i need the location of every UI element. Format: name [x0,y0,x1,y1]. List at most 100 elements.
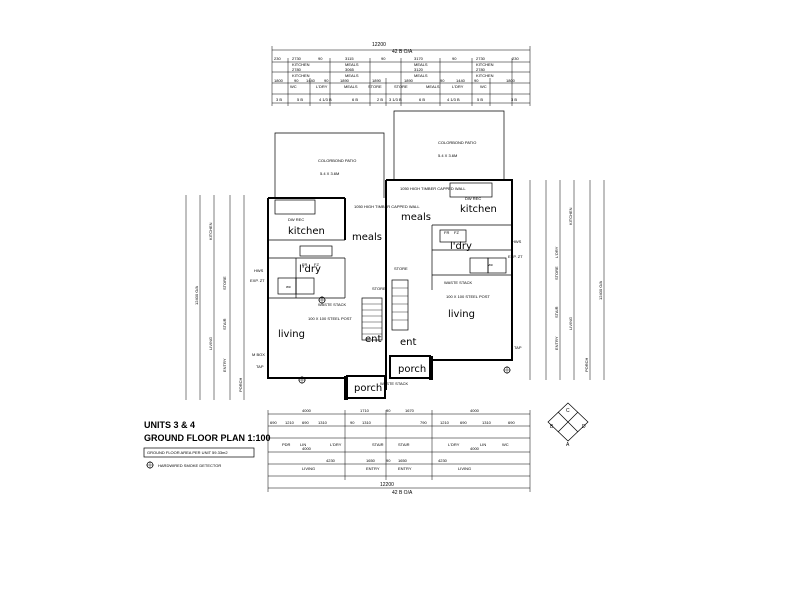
note-steel-post-left: 100 X 100 STEEL POST [308,316,352,321]
dim-label: PORCH [584,357,589,372]
dim-text: 1890 [404,78,414,83]
dim-text: 4230 [326,458,336,463]
dim-label: KITCHEN [208,222,213,240]
area-note: GROUND FLOOR AREA PER UNIT 59.33m2 [147,450,228,455]
dim-label: ENTRY [222,358,227,372]
room-porch-right: porch [398,364,426,375]
dim-text: 3 1/3 B [389,97,402,102]
note-waste-stack-bottom: WASTE STACK [380,381,409,386]
dim-text: 1890 [372,78,382,83]
dim-text: 1210 [440,420,450,425]
patio-left-size: 5.4 X 3.6M [320,171,339,176]
dim-label: STAIR [398,442,410,447]
dim-text: 2730 [292,56,302,61]
note-fz-left: FZ [314,262,319,267]
dim-text: 690 [460,420,467,425]
key-letter-b: B [550,424,554,430]
dim-label: LIN [300,442,306,447]
dim-text: 3115 [345,56,354,61]
dim-text: 90 [318,56,323,61]
dim-text: 90 [324,78,329,83]
room-meals-left: meals [352,232,382,243]
left-oa: 12400 O/A [194,286,199,305]
title-units: UNITS 3 & 4 [144,420,195,430]
patio-right-label: COLORBOND PATIO [438,140,476,145]
dim-text: 1310 [318,420,328,425]
note-fz-right: FZ [454,230,459,235]
key-letter-c: C [566,408,570,414]
room-entry-left: ent [365,334,381,345]
dim-text: 2730 [476,56,486,61]
dim-text: 3170 [414,56,424,61]
note-fr-right: FR [444,230,449,235]
top-overall-dim: 12200 [372,42,386,48]
dim-label: STAIR [554,306,559,318]
room-kitchen-right: kitchen [460,204,497,215]
right-oa: 12400 O/A [598,281,603,300]
dim-text: 90 [474,78,479,83]
dim-text: 4000 [470,446,480,451]
dim-text: 3120 [414,67,424,72]
dim-text: 2 B [377,97,383,102]
dim-text: 90 [386,458,391,463]
room-laundry-left: l'dry [299,264,321,275]
dim-text: 4 1/3 B [447,97,460,102]
patio-left: COLORBOND PATIO 5.4 X 3.6M [274,132,385,198]
note-meter-box: M BOX [252,352,265,357]
note-fr-left: FR [302,262,307,267]
area-note-box [143,447,255,458]
note-exp-left: EXP. ZT [250,278,265,283]
dim-text: 1670 [405,408,415,413]
dim-label: PDR [282,442,291,447]
dim-label: KITCHEN [476,73,494,78]
key-letter-d: D [582,424,586,430]
top-dimension-strings: 12200 42 B O/A 230 2730 90 3115 90 3170 … [271,42,531,106]
porch-post-left [344,376,348,400]
dim-text: 1210 [285,420,295,425]
porch-post-right [429,356,433,380]
dim-label: L'DRY [448,442,460,447]
note-hws-right: HWS [512,239,522,244]
dim-label: LIVING [458,466,471,471]
note-waste-stack-left: WASTE STACK [318,302,347,307]
dim-text: 3 B [511,97,517,102]
dim-label: MEALS [345,62,359,67]
dim-label: MEALS [344,84,358,89]
dim-text: 90 [350,420,355,425]
dim-label: STORE [554,266,559,280]
room-wc-right: wc [488,262,493,267]
bottom-overall-oa: 42 B O/A [392,490,413,496]
dim-text: 230 [512,56,519,61]
dim-text: 2780 [476,67,486,72]
note-tap-left: TAP [256,364,264,369]
room-laundry-right: l'dry [450,241,472,252]
room-entry-right: ent [400,337,416,348]
dim-text: 1800 [274,78,284,83]
room-porch-left: porch [354,383,382,394]
dim-text: 3 B [276,97,282,102]
dim-text: 4000 [302,408,312,413]
dim-text: 3065 [345,67,355,72]
note-dw-rec-right: DW REC [465,196,481,201]
dim-text: 1710 [360,408,370,413]
title-plan: GROUND FLOOR PLAN 1:100 [144,433,271,443]
dim-text: 90 [440,78,445,83]
dim-text: 690 [302,420,309,425]
patio-right: COLORBOND PATIO 5.4 X 3.6M [393,110,505,180]
right-dimension-strings: 12400 O/A KITCHEN L'DRY STORE STAIR LIVI… [529,180,605,380]
note-waste-stack-right: WASTE STACK [444,280,473,285]
top-overall-oa: 42 B O/A [392,49,413,55]
dim-label: LIN [480,442,486,447]
dim-text: 1310 [482,420,492,425]
dim-label: L'DRY [330,442,342,447]
dim-text: 1440 [306,78,316,83]
dim-label: STORE [368,84,382,89]
dim-text: 5 B [297,97,303,102]
dim-text: 1800 [506,78,516,83]
key-letter-a: A [566,442,570,448]
dim-text: 4 1/3 B [319,97,332,102]
dim-text: 790 [420,420,427,425]
room-living-left: living [278,329,305,340]
dim-label: WC [502,442,509,447]
